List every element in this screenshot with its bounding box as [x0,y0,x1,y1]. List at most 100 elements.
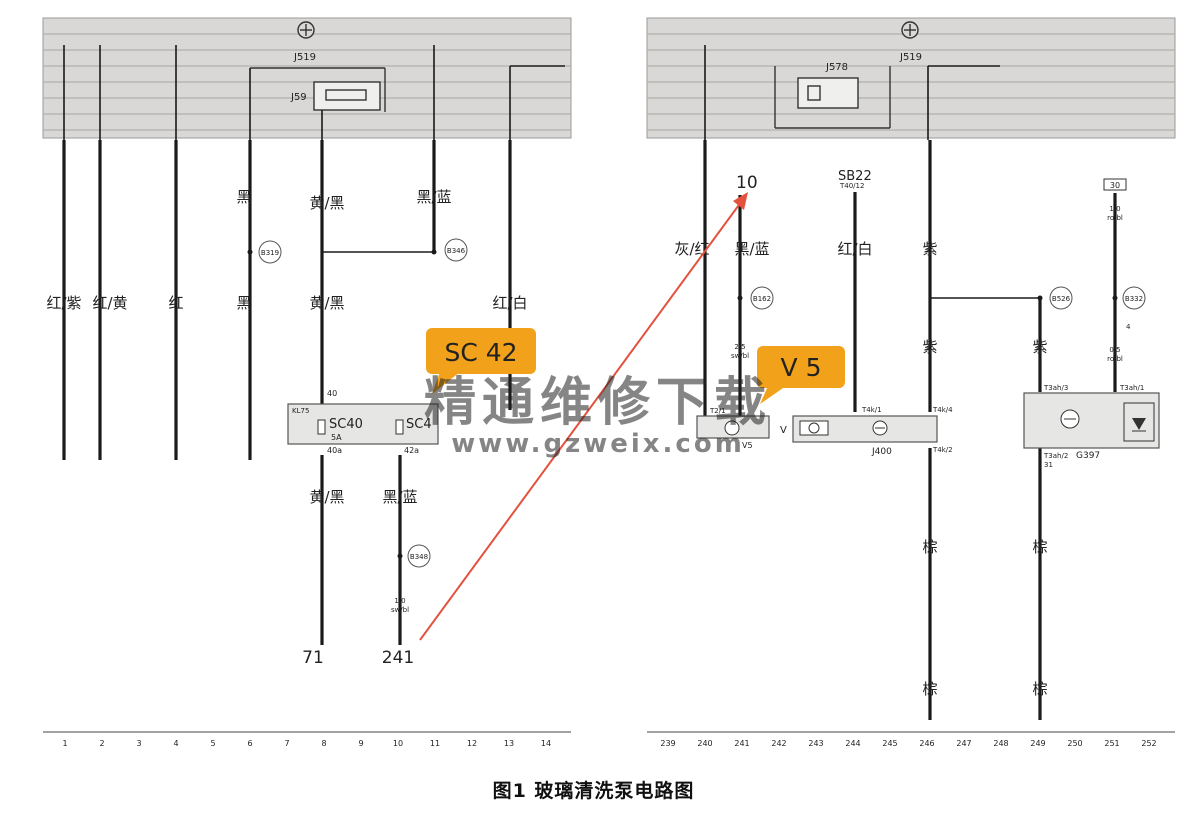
wire-label-c246b: 紫 [922,338,937,356]
left-ruler-tick: 11 [430,739,440,748]
left-ground-icon [297,21,315,39]
wire-label-c240: 灰/红 [674,240,709,258]
fuse-pin42a: 42a [404,446,419,455]
wire-label-c11: 黑/蓝 [416,188,451,206]
pin-4: 4 [1126,323,1131,331]
wire-label-c249: 紫 [1032,338,1047,356]
wire-label-c249c: 棕 [1032,680,1047,698]
right-ruler-ticks: 239 240 241 242 243 244 245 246 247 248 … [660,739,1156,748]
left-ruler-tick: 13 [504,739,514,748]
sensor-g397-label: G397 [1076,451,1100,461]
terminal-30-box [1103,178,1127,191]
right-band-wires [704,45,1000,140]
figure-caption: 图1 玻璃清洗泵电路图 [492,780,695,802]
wire-label-c241: 黑/蓝 [734,240,769,258]
fuse-sc42-symbol [395,419,404,435]
wire-gauge-code: sw/bl [391,606,409,614]
left-ruler-tick: 6 [247,739,252,748]
fuse-pin40a: 40a [327,446,342,455]
callout-sc42: SC 42 [426,328,536,394]
wire-label-c2: 红/黄 [92,294,127,312]
right-ruler-tick: 240 [697,739,712,748]
wire-label-c10: 黑/蓝 [382,488,417,506]
right-ruler-tick: 241 [734,739,749,748]
fuse-sc40-symbol [317,419,326,435]
left-ruler-tick: 8 [321,739,326,748]
left-j59-label: J59 [290,92,307,103]
wire-label-c8b: 黄/黑 [309,294,344,312]
gauge251b-size: 0.5 [1109,346,1120,354]
pump-v5-label: V5 [742,441,753,450]
right-ruler-tick: 243 [808,739,823,748]
wire-label-c8c: 黄/黑 [309,488,344,506]
connector-b348: B348 [397,544,431,568]
right-ruler-tick: 252 [1141,739,1156,748]
fuse-sc42-label: SC4 [406,417,432,432]
pin-31: 31 [1044,461,1053,469]
pin-t4k4: T4k/4 [932,406,953,414]
connector-b319: B319 [247,240,282,264]
right-relay-j578 [774,66,891,129]
callout-v5: V 5 [757,346,845,404]
right-ruler-tick: 245 [882,739,897,748]
watermark-text: 精通维修下载 [424,373,772,433]
callout-v5-text: V 5 [781,353,822,382]
left-ruler-tick: 1 [62,739,67,748]
connector-b332-label: B332 [1125,295,1143,303]
fuse-box: KL75 40 SC40 5A SC4 40a 42a [287,389,439,455]
wire-label-c6b: 黑 [236,294,251,312]
right-ruler-tick: 239 [660,739,675,748]
gauge251a-code: ro/bl [1107,214,1123,222]
left-ruler-tick: 14 [541,739,551,748]
fuse-kl75-label: KL75 [292,407,309,415]
left-ruler-tick: 7 [284,739,289,748]
connector-b332: B332 [1112,286,1146,310]
wire-label-c13: 红/白 [492,294,527,312]
wire-label-c8a: 黄/黑 [309,194,344,212]
pin-t3a3: T3ah/3 [1043,384,1068,392]
connector-b348-label: B348 [410,553,428,561]
sensor-g397: T3ah/3 T3ah/1 T3ah/2 31 G397 [1023,384,1160,469]
wire-label-c4: 红 [168,294,183,312]
pin-t2: T2/1 [709,407,726,415]
t40-label: T40/12 [839,182,864,190]
right-ruler-tick: 246 [919,739,934,748]
fuse-sc40-label: SC40 [329,417,363,432]
watermark: 精通维修下载 www.gzweix.com [424,373,772,459]
terminal-30: 30 [1110,181,1120,190]
ref-71: 71 [302,648,324,668]
wire-label-c246a: 紫 [922,240,937,258]
right-ruler-tick: 249 [1030,739,1045,748]
callout-sc42-text: SC 42 [444,338,517,367]
right-ruler-tick: 244 [845,739,860,748]
left-relay-j59 [250,67,386,112]
left-band-wires [63,45,565,140]
right-panel: J519 J578 10 SB22 T40/12 30 [646,17,1176,748]
wire-label-c6a: 黑 [236,188,251,206]
fuse-pin40: 40 [327,389,337,398]
pin-t3a1: T3ah/1 [1119,384,1144,392]
right-ruler-tick: 247 [956,739,971,748]
left-ruler-tick: 12 [467,739,477,748]
right-wires [703,140,1117,720]
connector-b346-label: B346 [447,247,466,255]
module-j400: V T4k/1 T4k/4 T4k/2 J400 [780,406,953,457]
left-ruler-tick: 5 [210,739,215,748]
right-ruler-tick: 248 [993,739,1008,748]
right-j519-label: J519 [899,52,922,63]
right-ruler-tick: 250 [1067,739,1082,748]
ref-10: 10 [736,173,758,193]
pump-v5: T2/1 V5 [696,407,770,450]
fuse-sc40-rating: 5A [331,433,342,442]
left-band-hatch [43,33,571,131]
wire-label-c246d: 棕 [922,680,937,698]
wire-label-c249b: 棕 [1032,538,1047,556]
left-ruler-tick: 2 [99,739,104,748]
left-ruler-tick: 10 [393,739,403,748]
connector-b346: B346 [431,238,468,262]
gauge251b-code: ro/bl [1107,355,1123,363]
connector-b526: B526 [1037,286,1073,310]
left-ruler-tick: 4 [173,739,178,748]
connector-b162: B162 [737,286,774,310]
